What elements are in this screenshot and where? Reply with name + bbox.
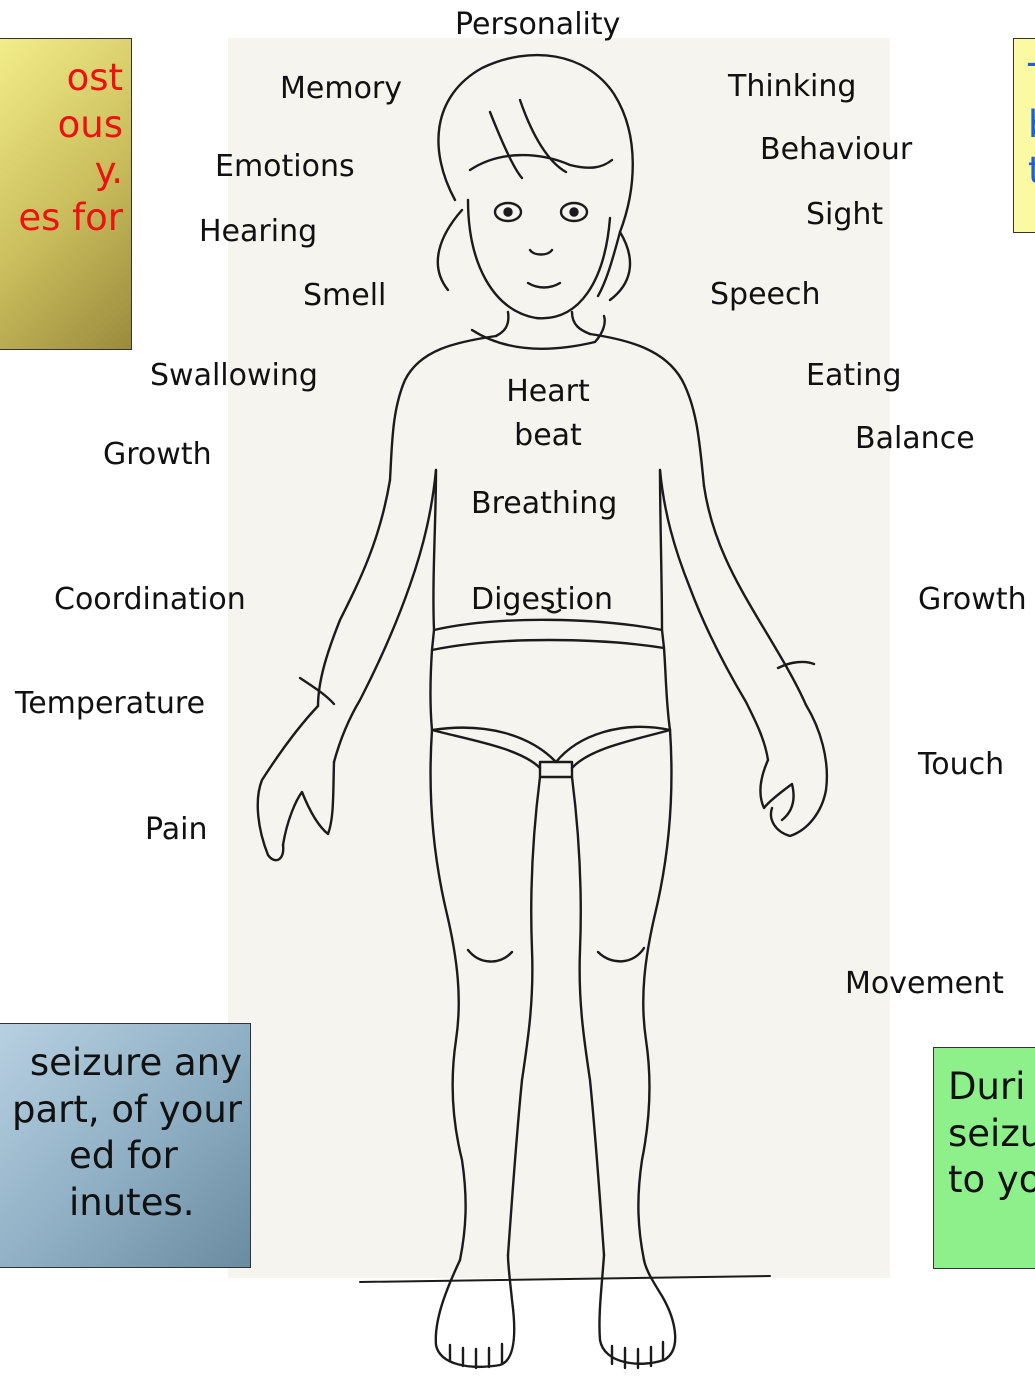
label-heart: Heart (488, 377, 608, 407)
callout-steel-line-4: inutes. (0, 1180, 242, 1227)
callout-green-line-2: seizu (948, 1111, 1035, 1158)
label-emotions: Emotions (215, 152, 355, 182)
callout-green-line-3: to yo (948, 1157, 1035, 1204)
label-pain: Pain (145, 815, 207, 845)
label-coordination: Coordination (54, 585, 246, 615)
callout-steel-note: seizure any part, of your ed for inutes. (0, 1023, 251, 1268)
callout-steel-line-1: seizure any (0, 1040, 242, 1087)
label-growth-left: Growth (103, 440, 212, 470)
callout-green-note: Duri seizu to yo (933, 1047, 1035, 1269)
label-behaviour: Behaviour (760, 135, 912, 165)
callout-steel-line-2: part, of your (0, 1087, 242, 1134)
callout-red-line-2: ous (0, 102, 123, 149)
label-sight: Sight (806, 200, 883, 230)
callout-blue-line-3: t (1028, 148, 1035, 195)
label-memory: Memory (280, 74, 402, 104)
callout-steel-line-3: ed for (0, 1133, 242, 1180)
label-smell: Smell (303, 281, 386, 311)
label-digestion: Digestion (471, 585, 613, 615)
label-temperature: Temperature (15, 689, 205, 719)
callout-red-line-4: es for (0, 195, 123, 242)
label-movement: Movement (845, 969, 1004, 999)
label-growth-right: Growth (918, 585, 1027, 615)
label-eating: Eating (806, 361, 902, 391)
label-hearing: Hearing (199, 217, 317, 247)
callout-blue-line-1: T (1028, 55, 1035, 102)
label-balance: Balance (855, 424, 975, 454)
label-personality: Personality (455, 10, 620, 40)
callout-red-line-1: ost (0, 55, 123, 102)
label-swallowing: Swallowing (150, 361, 318, 391)
callout-red-note: ost ous y. es for (0, 38, 132, 350)
label-thinking: Thinking (728, 72, 856, 102)
callout-red-line-3: y. (0, 148, 123, 195)
callout-blue-note: T b t (1013, 38, 1035, 233)
callout-green-line-1: Duri (948, 1064, 1035, 1111)
callout-blue-line-2: b (1028, 102, 1035, 149)
label-touch: Touch (918, 750, 1004, 780)
label-beat: beat (488, 421, 608, 451)
label-breathing: Breathing (471, 489, 617, 519)
label-speech: Speech (710, 280, 821, 310)
